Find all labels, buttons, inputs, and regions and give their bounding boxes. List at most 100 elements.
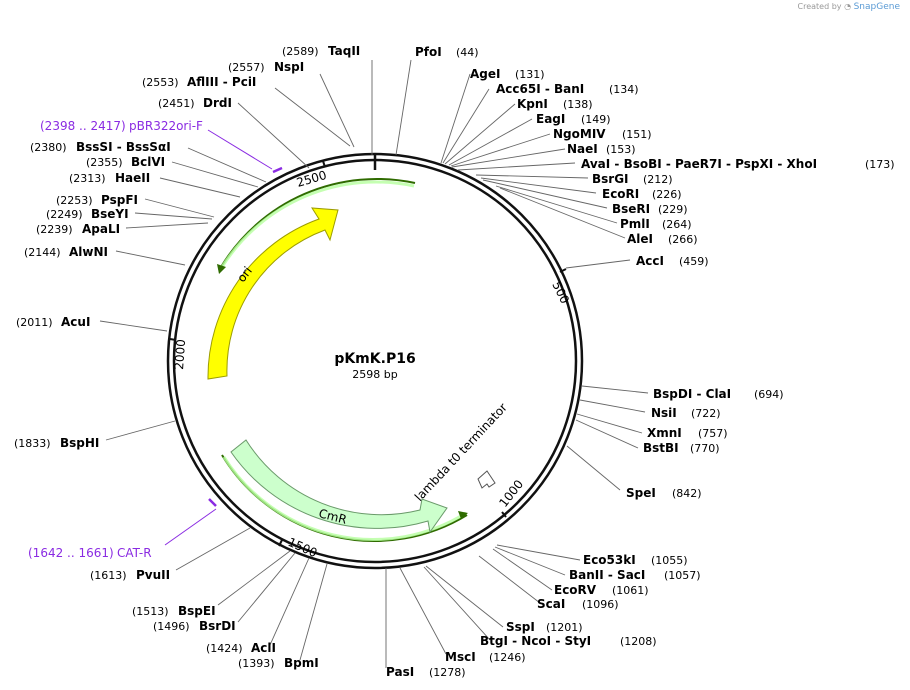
site-avai-xhoi[interactable]: AvaI - BsoBI - PaeR7I - PspXI - XhoI(173… (581, 157, 895, 171)
site-taqii[interactable]: (2589)TaqII (282, 44, 360, 58)
tick-mark (322, 160, 326, 168)
site-acci[interactable]: AccI(459) (636, 254, 709, 268)
tick-mark (559, 268, 567, 273)
site-alei[interactable]: AleI(266) (627, 232, 698, 246)
site-position: (1613) (90, 569, 127, 582)
site-btgi-ncoi-styi[interactable]: BtgI - NcoI - StyI(1208) (480, 634, 657, 648)
site-position: (229) (658, 203, 688, 216)
site-pspfi[interactable]: (2253)PspFI (56, 193, 138, 207)
site-spei[interactable]: SpeI(842) (626, 486, 702, 500)
leader-line (425, 565, 504, 628)
primer-pbr322ori-f[interactable]: (2398 .. 2417) pBR322ori-F (40, 119, 283, 174)
leader-line (105, 420, 176, 441)
site-alwni[interactable]: (2144)AlwNI (24, 245, 108, 259)
site-bspdi-clai[interactable]: BspDI - ClaI(694) (653, 387, 784, 401)
site-banii-saci[interactable]: BanII - SacI(1057) (569, 568, 701, 582)
site-bsssi[interactable]: (2380)BssSI - BssSαI (30, 140, 171, 154)
site-drdi[interactable]: (2451)DrdI (158, 96, 232, 110)
site-pfoi[interactable]: PfoI(44) (415, 45, 479, 59)
site-xmni[interactable]: XmnI(757) (647, 426, 728, 440)
terminator-label: lambda t0 terminator (412, 400, 510, 504)
snapgene-logo-icon: ◔ (844, 2, 852, 11)
site-bsphi[interactable]: (1833)BspHI (14, 436, 99, 450)
site-labels: (2589)TaqII (2557)NspI (2553)AflIII - Pc… (14, 44, 895, 679)
site-kpni[interactable]: KpnI(138) (517, 97, 593, 111)
leader-line (496, 544, 581, 561)
site-position: (2380) (30, 141, 67, 154)
site-agei[interactable]: AgeI(131) (470, 67, 545, 81)
site-msci[interactable]: MscI(1246) (445, 650, 526, 664)
site-ecorv[interactable]: EcoRV(1061) (554, 583, 649, 597)
site-position: (212) (643, 173, 673, 186)
site-name: ScaI (537, 597, 565, 611)
ori-arrow (207, 207, 339, 380)
leader-line (495, 185, 618, 224)
leader-line (576, 413, 643, 434)
site-bsrdi[interactable]: (1496) BsrDI (153, 619, 236, 633)
site-position: (1055) (651, 554, 688, 567)
site-afliii-pcii[interactable]: (2553)AflIII - PciI (142, 75, 256, 89)
cmr-label: CmR (317, 506, 348, 526)
leader-line (478, 555, 541, 604)
site-name: BsrDI (199, 619, 236, 633)
site-name: NgoMIV (553, 127, 606, 141)
site-bseyi[interactable]: (2249)BseYI (46, 207, 129, 221)
site-pvuii[interactable]: (1613)PvuII (90, 568, 170, 582)
site-ngomiv[interactable]: NgoMIV (151) (553, 127, 652, 141)
site-bsrgi[interactable]: BsrGI (212) (592, 172, 673, 186)
site-bspei[interactable]: (1513)BspEI (132, 604, 216, 618)
site-name: PmlI (620, 217, 650, 231)
feature-cmr[interactable]: CmR (221, 439, 468, 542)
site-acc65i-bani[interactable]: Acc65I - BanI(134) (496, 82, 639, 96)
feature-lambda-t0-terminator[interactable]: lambda t0 terminator (412, 400, 510, 504)
site-pasi[interactable]: PasI(1278) (386, 665, 466, 679)
site-name: AgeI (470, 67, 500, 81)
site-name: DrdI (203, 96, 232, 110)
tick-mark (169, 338, 177, 341)
site-eagi[interactable]: EagI(149) (536, 112, 611, 126)
site-nspi[interactable]: (2557)NspI (228, 60, 304, 74)
site-ecori[interactable]: EcoRI(226) (602, 187, 682, 201)
site-eco53ki[interactable]: Eco53kI(1055) (583, 553, 688, 567)
site-nsii[interactable]: NsiI(722) (651, 406, 721, 420)
primer-cat-r[interactable]: (1642 .. 1661) CAT-R (28, 498, 217, 560)
site-name: AleI (627, 232, 653, 246)
site-position: (151) (622, 128, 652, 141)
site-scai[interactable]: ScaI(1096) (537, 597, 619, 611)
site-apali[interactable]: (2239)ApaLI (36, 222, 120, 236)
leader-line (134, 212, 213, 220)
site-position: (459) (679, 255, 709, 268)
leader-line (217, 550, 291, 606)
site-sspi[interactable]: SspI(1201) (506, 620, 583, 634)
site-position: (1061) (612, 584, 649, 597)
site-acli[interactable]: (1424)AclI (206, 641, 276, 655)
ori-strand-arrow-icon (217, 264, 226, 274)
leader-line (237, 552, 296, 623)
site-pmli[interactable]: PmlI(264) (620, 217, 692, 231)
leader-line (575, 419, 639, 449)
site-haeii[interactable]: (2313)HaeII (69, 171, 150, 185)
leader-line (480, 177, 597, 194)
site-acui[interactable]: (2011)AcuI (16, 315, 90, 329)
site-name: PasI (386, 665, 414, 679)
leader-line (450, 133, 551, 167)
site-name: AcuI (61, 315, 90, 329)
site-naei[interactable]: NaeI(153) (567, 142, 636, 156)
site-name: BsrGI (592, 172, 629, 186)
site-bpmi[interactable]: (1393)BpmI (238, 656, 319, 670)
site-position: (722) (691, 407, 721, 420)
site-position: (138) (563, 98, 593, 111)
site-name: BspEI (178, 604, 216, 618)
site-position: (1496) (153, 620, 190, 633)
leader-line (581, 385, 649, 394)
site-name: Acc65I - BanI (496, 82, 584, 96)
plasmid-length: 2598 bp (352, 368, 397, 381)
site-bseri[interactable]: BseRI(229) (612, 202, 688, 216)
cmr-strand-arrow-icon (458, 511, 468, 519)
feature-ori[interactable]: ori (207, 178, 416, 380)
site-bstbi[interactable]: BstBI(770) (643, 441, 720, 455)
leader-line (115, 250, 186, 266)
site-name: NaeI (567, 142, 598, 156)
site-bclvi[interactable]: (2355)BclVI (86, 155, 165, 169)
site-name: TaqII (328, 44, 360, 58)
